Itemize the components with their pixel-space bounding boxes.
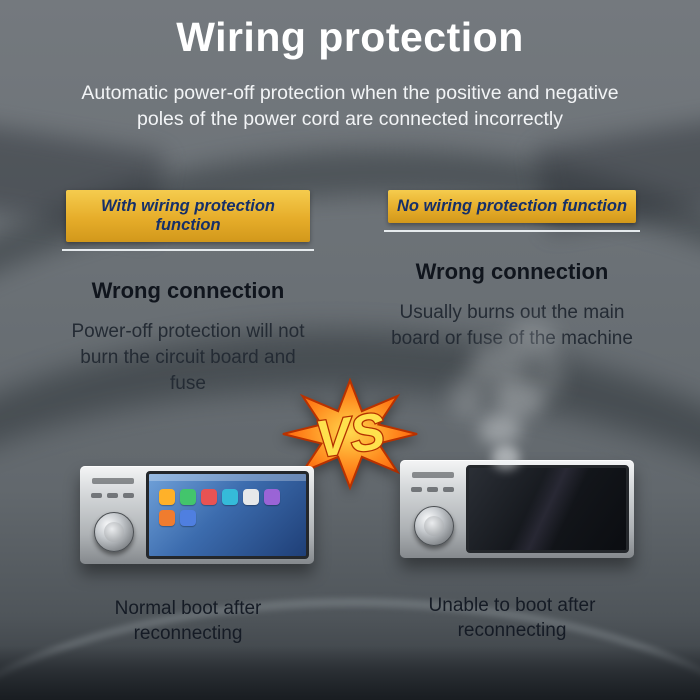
flame-burst-icon bbox=[282, 377, 418, 491]
faceplate-buttons bbox=[411, 487, 454, 492]
cd-slot bbox=[92, 478, 134, 484]
left-caption: Normal boot after reconnecting bbox=[114, 598, 262, 644]
right-description: Usually burns out the main board or fuse… bbox=[391, 302, 633, 350]
left-column: With wiring protection function Wrong co… bbox=[62, 190, 314, 398]
vs-label: VS bbox=[312, 401, 388, 468]
stereo-screen-on bbox=[146, 471, 309, 559]
smoke-puff bbox=[494, 380, 544, 418]
left-badge: With wiring protection function bbox=[66, 190, 310, 242]
right-column: No wiring protection function Wrong conn… bbox=[384, 190, 640, 352]
volume-knob-icon bbox=[414, 506, 454, 546]
app-icon bbox=[201, 489, 217, 505]
stereo-screen-off bbox=[466, 465, 629, 553]
cd-slot bbox=[412, 472, 454, 478]
left-description: Power-off protection will not burn the c… bbox=[71, 321, 305, 395]
background-footer-band bbox=[0, 646, 700, 700]
smoke-puff bbox=[532, 350, 564, 400]
vs-flame-icon: VS bbox=[282, 377, 418, 491]
stereo-unit-working bbox=[80, 466, 314, 564]
smoke-puff bbox=[479, 414, 521, 446]
right-divider bbox=[384, 230, 640, 232]
app-icon bbox=[159, 489, 175, 505]
right-badge: No wiring protection function bbox=[388, 190, 636, 223]
screen-statusbar bbox=[149, 474, 306, 481]
left-divider bbox=[62, 249, 314, 251]
screen-app-icons bbox=[149, 481, 306, 534]
app-icon bbox=[159, 510, 175, 526]
right-caption: Unable to boot after reconnecting bbox=[428, 595, 596, 641]
app-icon bbox=[222, 489, 238, 505]
faceplate-buttons bbox=[91, 493, 134, 498]
app-icon bbox=[264, 489, 280, 505]
volume-knob-icon bbox=[94, 512, 134, 552]
page-title: Wiring protection bbox=[176, 14, 524, 60]
page-subtitle: Automatic power-off protection when the … bbox=[81, 82, 619, 131]
right-heading: Wrong connection bbox=[415, 259, 609, 284]
stereo-unit-burnt bbox=[400, 460, 634, 558]
app-icon bbox=[180, 510, 196, 526]
smoke-puff bbox=[450, 374, 486, 418]
app-icon bbox=[180, 489, 196, 505]
left-heading: Wrong connection bbox=[91, 278, 285, 303]
app-icon bbox=[243, 489, 259, 505]
